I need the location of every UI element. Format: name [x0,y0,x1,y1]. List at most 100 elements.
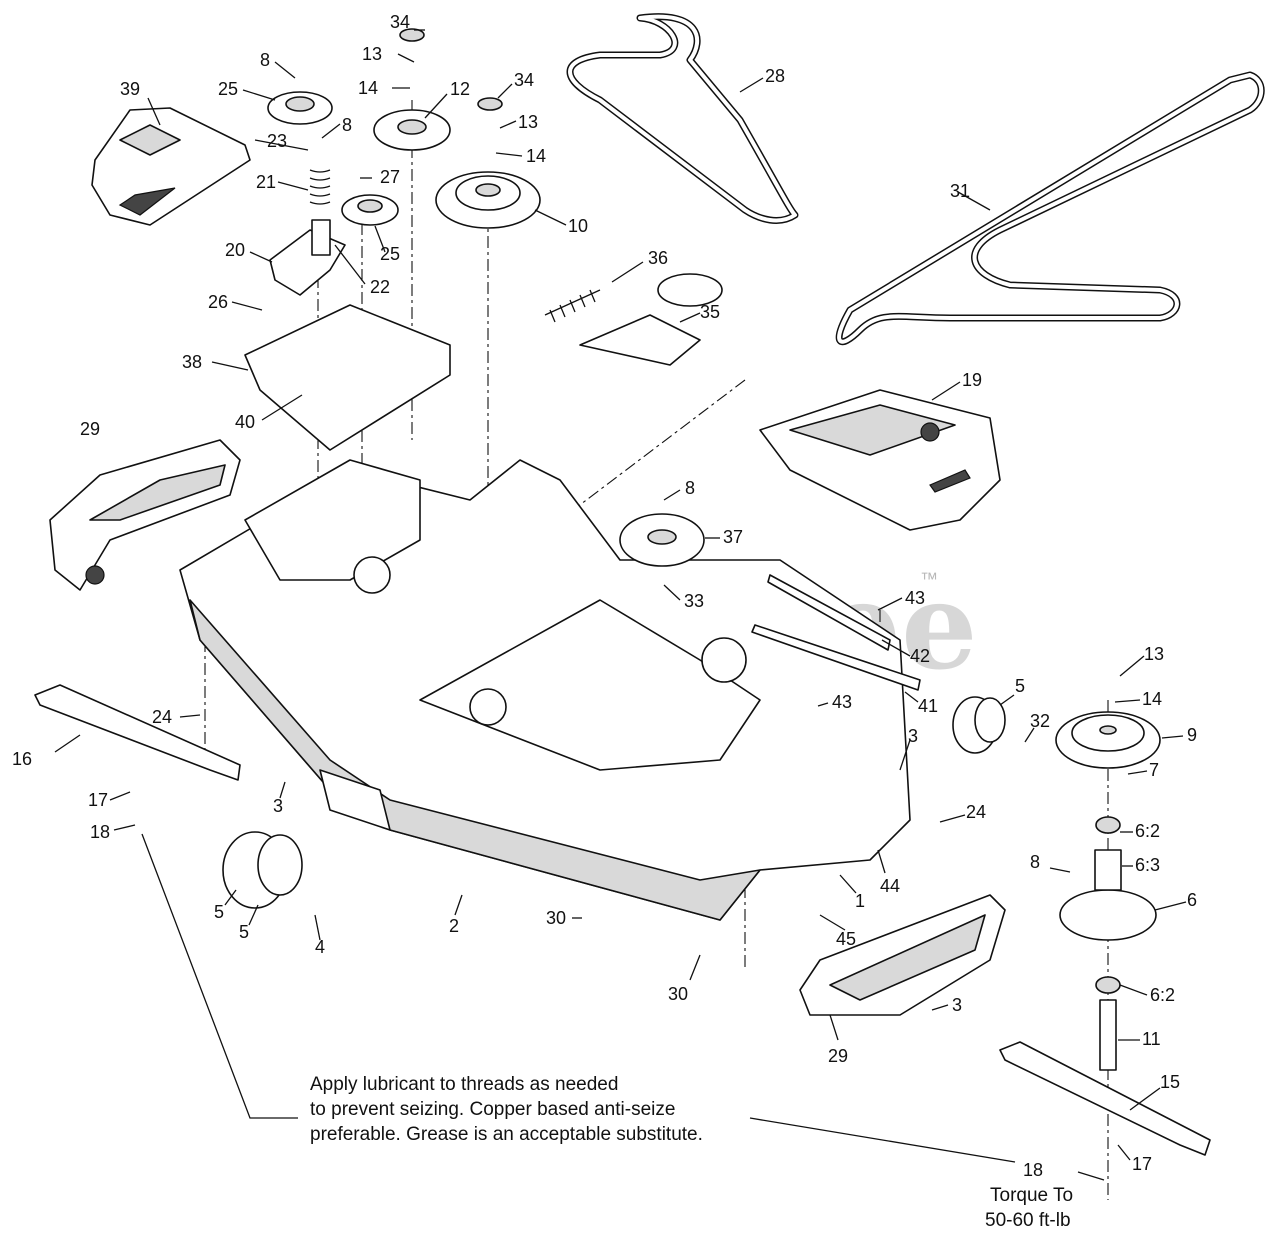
belt-31 [835,71,1265,345]
callout-5: 5 [214,902,224,922]
callout-18: 18 [1023,1160,1043,1180]
callout-34: 34 [514,70,534,90]
cap-34-left [399,28,425,42]
idler-arm-20 [269,219,346,296]
callout-29: 29 [80,419,100,439]
lubricant-note-line-1: Apply lubricant to threads as needed [310,1074,618,1095]
callout-31: 31 [950,181,970,201]
callout-4: 4 [315,937,325,957]
callout-44: 44 [880,876,900,896]
callout-34: 34 [390,12,410,32]
torque-note-line-2: 50-60 ft-lb [985,1210,1071,1231]
belt-28 [566,13,799,224]
callout-7: 7 [1149,760,1159,780]
callout-28: 28 [765,66,785,86]
callout-10: 10 [568,216,588,236]
pulley-25-upper [267,91,333,125]
callout-2: 2 [449,916,459,936]
watermark-trademark: ™ [920,569,938,589]
callout-17: 17 [1132,1154,1152,1174]
pulley-12 [373,109,451,151]
blade-16 [34,684,241,781]
leader-lines [54,29,1187,1181]
cap-34-right [477,97,503,111]
bracket-38 [244,304,451,451]
deck-guard-29-left [49,439,241,591]
spring-21 [309,169,331,205]
callout-8: 8 [1030,852,1040,872]
callout-37: 37 [723,527,743,547]
idler-bracket-35 [579,273,723,366]
callout-12: 12 [450,79,470,99]
belt-cover-19 [759,389,1001,531]
lubricant-note-line-3: preferable. Grease is an acceptable subs… [310,1124,703,1145]
callout-19: 19 [962,370,982,390]
callout-40: 40 [235,412,255,432]
callout-41: 41 [918,696,938,716]
lubricant-note-line-2: to prevent seizing. Copper based anti-se… [310,1099,675,1120]
spring-36 [544,289,601,323]
callout-11: 11 [1142,1029,1161,1049]
callout-30: 30 [668,984,688,1004]
callout-5: 5 [239,922,249,942]
pulley-25-lower [341,194,399,226]
spindle-shaft-11 [1099,999,1117,1071]
callout-32: 32 [1030,711,1050,731]
callout-14: 14 [1142,689,1162,709]
callout-20: 20 [225,240,245,260]
callout-16: 16 [12,749,32,769]
wheel-5-left [222,831,303,909]
callout-29: 29 [828,1046,848,1066]
callout-14: 14 [358,78,378,98]
callout-9: 9 [1187,725,1197,745]
pulley-9 [1055,711,1161,769]
mower-deck-shell [179,459,911,921]
wheel-5-right [952,696,1006,754]
callout-23: 23 [267,131,287,151]
blade-15 [999,1041,1211,1156]
callout-6-2: 6:2 [1150,985,1175,1005]
callout-27: 27 [380,167,400,187]
callout-8: 8 [342,115,352,135]
deck-guard-29-right [799,894,1006,1016]
callout-25: 25 [218,79,238,99]
callout-35: 35 [700,302,720,322]
callout-13: 13 [362,44,382,64]
callout-33: 33 [684,591,704,611]
callout-18: 18 [90,822,110,842]
callout-45: 45 [836,929,856,949]
callout-6-3: 6:3 [1135,855,1160,875]
callout-14: 14 [526,146,546,166]
callout-22: 22 [370,277,390,297]
callout-13: 13 [1144,644,1164,664]
baffle-41-42 [751,574,921,691]
callout-3: 3 [908,726,918,746]
callout-43: 43 [905,588,925,608]
idler-pulley-37 [619,513,705,567]
torque-note-line-1: Torque To [990,1185,1073,1206]
callout-26: 26 [208,292,228,312]
pulley-10 [435,171,541,229]
callout-17: 17 [88,790,108,810]
callout-3: 3 [273,796,283,816]
callout-42: 42 [910,646,930,666]
callout-38: 38 [182,352,202,372]
callout-3: 3 [952,995,962,1015]
callout-5: 5 [1015,676,1025,696]
callout-36: 36 [648,248,668,268]
callout-labels: 1 2 3 3 3 4 5 5 5 6 6:2 6:2 6:3 7 8 8 8 … [12,12,1197,1180]
callout-8: 8 [260,50,270,70]
callout-13: 13 [518,112,538,132]
callout-24: 24 [152,707,172,727]
callout-25: 25 [380,244,400,264]
callout-30: 30 [546,908,566,928]
callout-15: 15 [1160,1072,1180,1092]
callout-8: 8 [685,478,695,498]
torque-note: Torque To 50-60 ft-lb [985,1185,1073,1231]
callout-21: 21 [256,172,276,192]
callout-6: 6 [1187,890,1197,910]
lubricant-note: Apply lubricant to threads as needed to … [310,1074,703,1145]
callout-24: 24 [966,802,986,822]
callout-43: 43 [832,692,852,712]
